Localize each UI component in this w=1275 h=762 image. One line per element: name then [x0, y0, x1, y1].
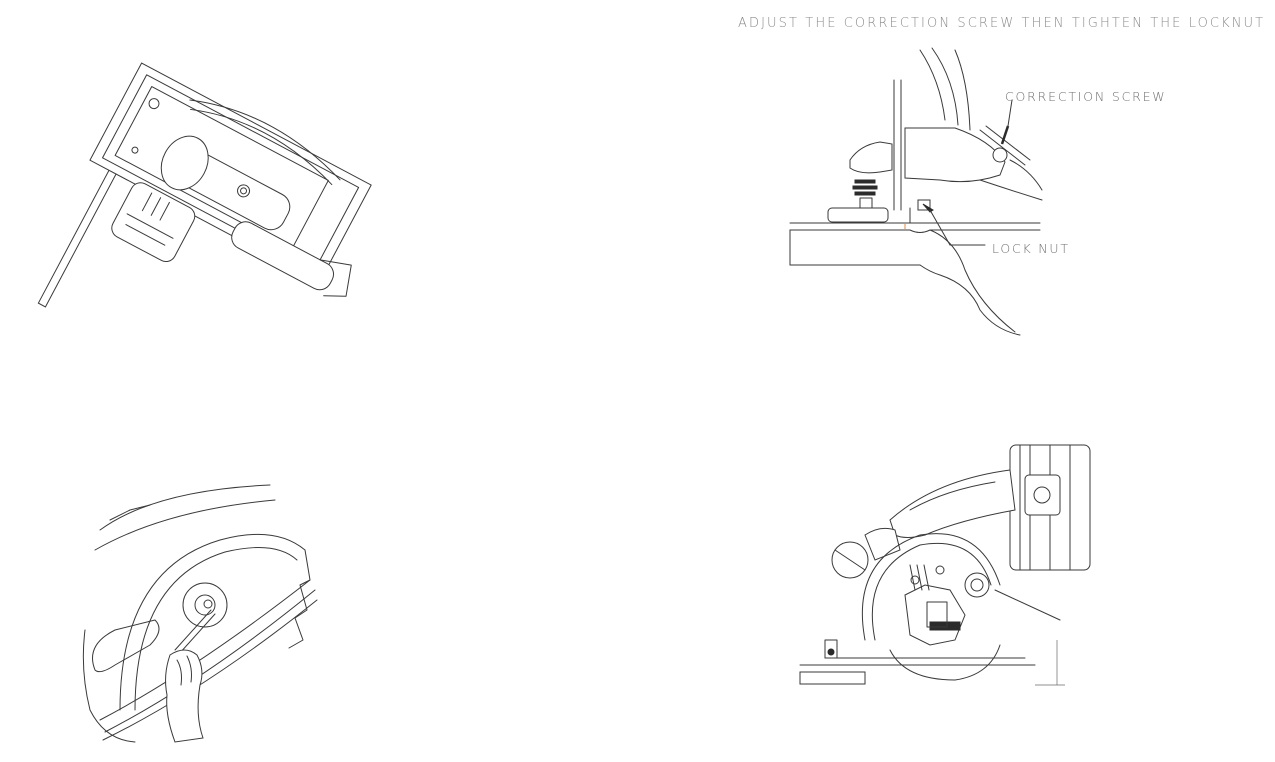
correction-screw-closeup-illustration [780, 40, 1080, 340]
lock-nut-label: LOCK NUT [992, 241, 1070, 256]
blade-removal-hand-illustration [75, 470, 335, 755]
saw-side-view-illustration [795, 440, 1095, 690]
blade-removal-drawing [82, 484, 318, 743]
correction-screw-drawing [789, 47, 1043, 336]
adjust-caption: ADJUST THE CORRECTION SCREW THEN TIGHTEN… [738, 16, 1266, 31]
saw-top-view-illustration [20, 50, 400, 340]
correction-screw-label: CORRECTION SCREW [1005, 89, 1167, 104]
saw-top-view-drawing [37, 62, 372, 308]
saw-side-view-drawing [799, 444, 1091, 686]
